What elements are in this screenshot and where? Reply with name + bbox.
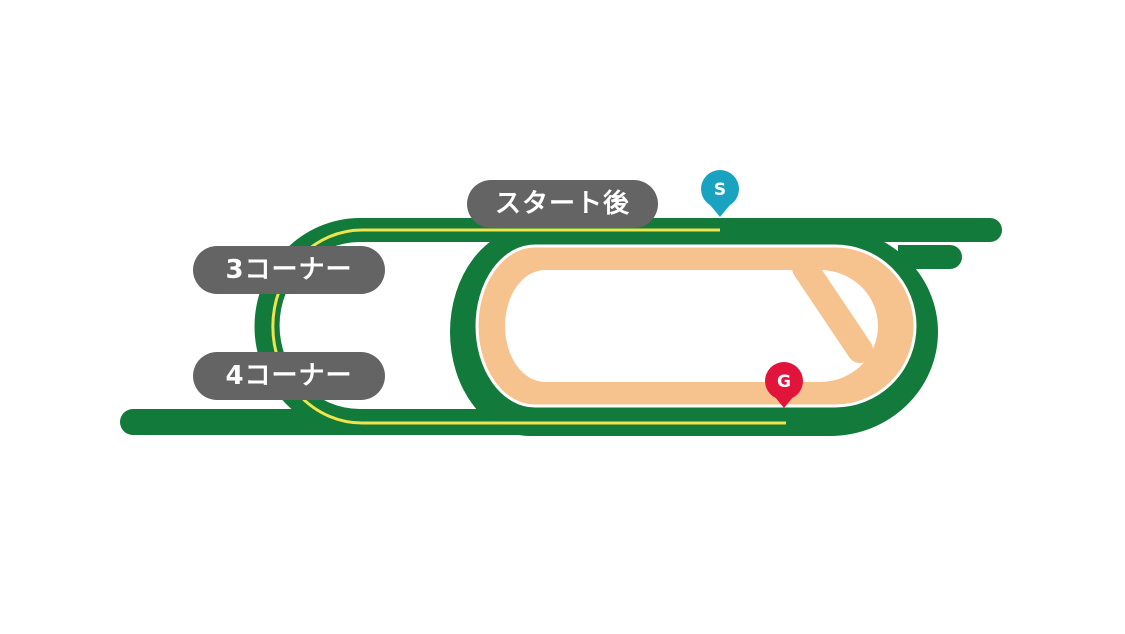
- turf-inner-oval: [450, 228, 938, 436]
- label-corner-3: 3コーナー: [193, 246, 385, 294]
- goal-marker: G: [765, 362, 803, 408]
- start-marker-letter: S: [714, 180, 726, 200]
- dirt-diagonal-chute: [792, 255, 873, 363]
- goal-marker-letter: G: [777, 372, 791, 392]
- label-corner-4: 4コーナー: [193, 352, 385, 400]
- label-start-after: スタート後: [467, 180, 658, 228]
- start-marker: S: [701, 170, 739, 217]
- rail-line: [271, 228, 786, 425]
- dirt-oval-edge: [475, 244, 917, 408]
- dirt-oval: [477, 246, 915, 406]
- turf-top-spur: [898, 245, 962, 269]
